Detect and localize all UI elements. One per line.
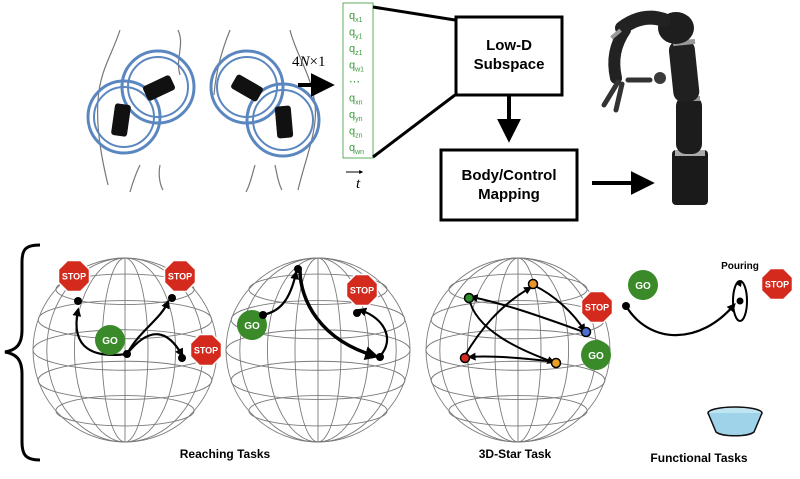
waypoint-dot bbox=[376, 353, 384, 361]
dimension-label: 4N×1 bbox=[292, 54, 325, 70]
quaternion-vector: qx1 qy1 qz1 qw1 ⋯ qxn qyn qzn qwn bbox=[342, 2, 374, 159]
svg-text:STOP: STOP bbox=[194, 346, 218, 356]
waypoint-dot bbox=[123, 350, 131, 358]
waypoint-dot bbox=[178, 354, 186, 362]
go-sign: GO bbox=[628, 270, 658, 300]
mapping-label-line1: Body/Control bbox=[462, 167, 557, 184]
time-label: t bbox=[346, 170, 364, 192]
waypoint-dot bbox=[294, 265, 302, 273]
go-sign: GO bbox=[581, 340, 611, 370]
brace bbox=[4, 243, 41, 462]
waypoint-dot bbox=[168, 294, 176, 302]
body-control-mapping-box: Body/Control Mapping bbox=[439, 148, 579, 222]
svg-text:t: t bbox=[356, 176, 361, 192]
vector-entry: qwn bbox=[349, 142, 364, 156]
mapping-label-line2: Mapping bbox=[478, 186, 540, 203]
functional-caption: Functional Tasks bbox=[650, 451, 747, 465]
svg-text:STOP: STOP bbox=[350, 286, 374, 296]
star-caption: 3D-Star Task bbox=[479, 447, 552, 461]
go-sign: GO bbox=[95, 325, 125, 355]
waypoint-dot bbox=[353, 309, 361, 317]
stop-sign: STOP bbox=[57, 259, 91, 293]
waypoint-dot bbox=[550, 357, 562, 369]
stop-sign: STOP bbox=[345, 273, 379, 307]
wireframe-sphere bbox=[32, 257, 218, 443]
vector-entry: qxn bbox=[349, 93, 363, 107]
svg-text:GO: GO bbox=[635, 281, 651, 292]
reaching-caption: Reaching Tasks bbox=[180, 447, 271, 461]
svg-text:STOP: STOP bbox=[168, 272, 192, 282]
robot-arm bbox=[601, 10, 708, 205]
wireframe-sphere bbox=[225, 257, 411, 443]
svg-text:GO: GO bbox=[102, 336, 118, 347]
subspace-label-line2: Subspace bbox=[474, 56, 545, 73]
waypoint-dot bbox=[463, 292, 475, 304]
svg-text:STOP: STOP bbox=[585, 303, 609, 313]
stop-sign: STOP bbox=[580, 290, 614, 324]
stop-sign: STOP bbox=[760, 267, 794, 301]
reaching-task-1-paths bbox=[72, 299, 184, 358]
svg-text:GO: GO bbox=[244, 321, 260, 332]
hand-sensor-illustration bbox=[86, 29, 321, 193]
low-d-subspace-box: Low-D Subspace bbox=[454, 15, 564, 97]
pouring-task: Pouring bbox=[622, 261, 759, 337]
vector-entry: qy1 bbox=[349, 27, 363, 41]
waypoint-dot bbox=[259, 311, 267, 319]
waypoint-dot bbox=[580, 326, 592, 338]
vector-entry: qzn bbox=[349, 126, 363, 140]
bowl-icon bbox=[707, 406, 763, 437]
svg-text:STOP: STOP bbox=[62, 272, 86, 282]
stop-sign: STOP bbox=[163, 259, 197, 293]
go-sign: GO bbox=[237, 310, 267, 340]
vector-entry: qz1 bbox=[349, 43, 363, 57]
waypoint-dot bbox=[74, 297, 82, 305]
star-task-paths bbox=[463, 284, 586, 364]
stop-sign: STOP bbox=[189, 333, 223, 367]
vector-entry: ⋯ bbox=[349, 76, 360, 88]
vector-entry: qw1 bbox=[349, 60, 364, 74]
vector-entry: qx1 bbox=[349, 10, 363, 24]
svg-text:STOP: STOP bbox=[765, 280, 789, 290]
svg-text:GO: GO bbox=[588, 351, 604, 362]
waypoint-dot bbox=[459, 352, 471, 364]
waypoint-dot bbox=[527, 278, 539, 290]
subspace-label-line1: Low-D bbox=[486, 37, 532, 54]
pouring-label: Pouring bbox=[721, 261, 759, 272]
vector-entry: qyn bbox=[349, 109, 363, 123]
